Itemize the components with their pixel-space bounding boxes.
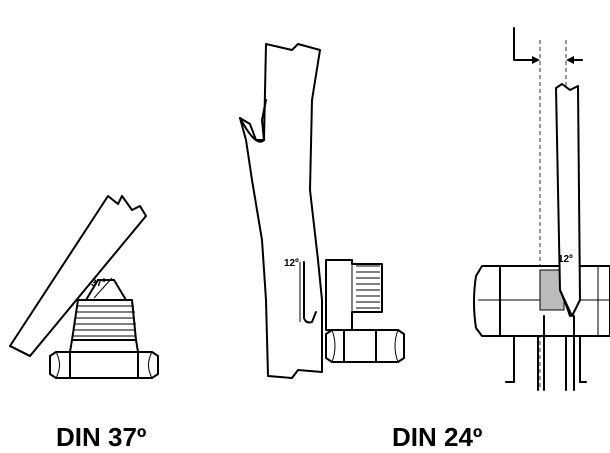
section-tube — [555, 83, 581, 317]
section-hex-nut — [473, 265, 610, 337]
section-body — [505, 315, 587, 391]
section-angle-label: 12º — [558, 254, 573, 265]
din24-threaded-body — [325, 259, 383, 331]
din24-figure: 12º DIN 24º — [239, 43, 483, 452]
din37-hex-nut — [49, 351, 159, 379]
din24-angle-label: 12º — [284, 258, 299, 269]
din37-caption: DIN 37º — [56, 422, 147, 452]
din24-hex-nut — [325, 329, 405, 363]
din37-collar — [69, 339, 139, 353]
section-figure: 12º — [473, 27, 610, 391]
din24-tube — [239, 43, 323, 379]
din37-threaded-body — [71, 299, 137, 341]
din37-cone-seat — [85, 279, 127, 301]
din37-tube — [9, 195, 147, 357]
din37-angle-label: 37º — [91, 278, 106, 289]
din24-caption: DIN 24º — [392, 422, 483, 452]
din37-figure: 37º DIN 37º — [9, 195, 159, 452]
